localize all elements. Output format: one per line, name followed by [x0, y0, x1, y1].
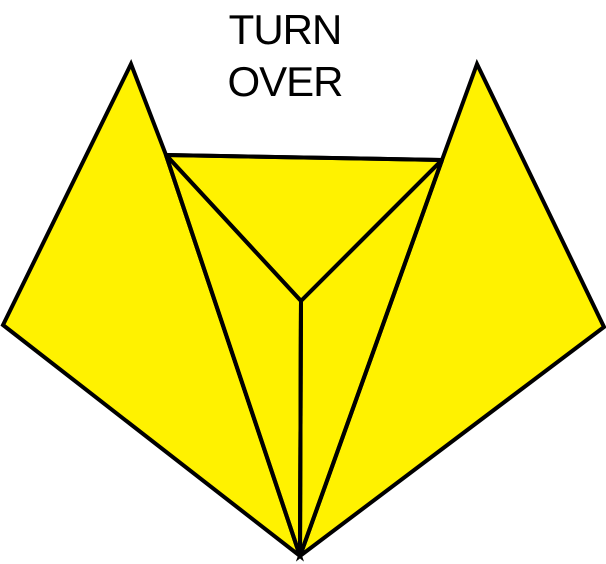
- instruction-line-1: TURN: [228, 6, 343, 53]
- top-edge: [165, 153, 443, 162]
- center-crease: [298, 300, 303, 557]
- paper-shapes: [0, 58, 606, 562]
- instruction-line-2: OVER: [227, 58, 343, 105]
- turn-over-instruction: TURN OVER: [180, 4, 390, 108]
- fold-lines: [164, 153, 444, 557]
- left-crease: [164, 154, 302, 557]
- right-crease: [298, 159, 444, 557]
